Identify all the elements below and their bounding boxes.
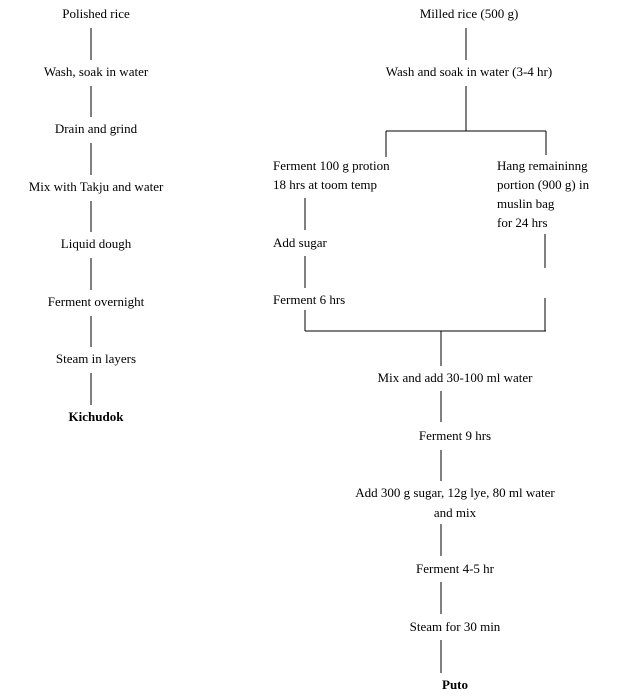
right-step-mix-add-water: Mix and add 30-100 ml water [377,370,533,385]
right-step-milled-rice: Milled rice (500 g) [419,6,519,21]
branch-a-add-sugar: Add sugar [273,235,327,250]
right-step-steam-30min: Steam for 30 min [409,619,501,634]
branch-a-ferment-line1: Ferment 100 g protion [273,158,390,173]
right-product-puto: Puto [442,677,468,692]
branch-b-line1: Hang remaininng [497,158,588,173]
left-step-liquid-dough: Liquid dough [60,236,132,251]
right-step-wash-soak: Wash and soak in water (3-4 hr) [385,64,553,79]
left-step-ferment-overnight: Ferment overnight [47,294,145,309]
left-step-wash-soak: Wash, soak in water [43,64,149,79]
left-step-steam-layers: Steam in layers [55,351,137,366]
branch-b-line3: muslin bag [497,196,555,211]
right-step-ferment-9hrs: Ferment 9 hrs [418,428,492,443]
left-product-kichudok: Kichudok [68,409,124,424]
left-step-polished-rice: Polished rice [62,6,130,21]
right-step-add-sugar-lye-line2: and mix [433,505,477,520]
branch-a-ferment-6hrs: Ferment 6 hrs [273,292,346,307]
branch-b-line4: for 24 hrs [497,215,548,230]
right-step-ferment-4-5hr: Ferment 4-5 hr [416,561,494,576]
right-step-add-sugar-lye-line1: Add 300 g sugar, 12g lye, 80 ml water [355,485,555,500]
left-step-mix-takju: Mix with Takju and water [28,179,164,194]
branch-a-ferment-line2: 18 hrs at toom temp [273,177,377,192]
left-step-drain-grind: Drain and grind [54,121,138,136]
branch-b-line2: portion (900 g) in [497,177,590,192]
